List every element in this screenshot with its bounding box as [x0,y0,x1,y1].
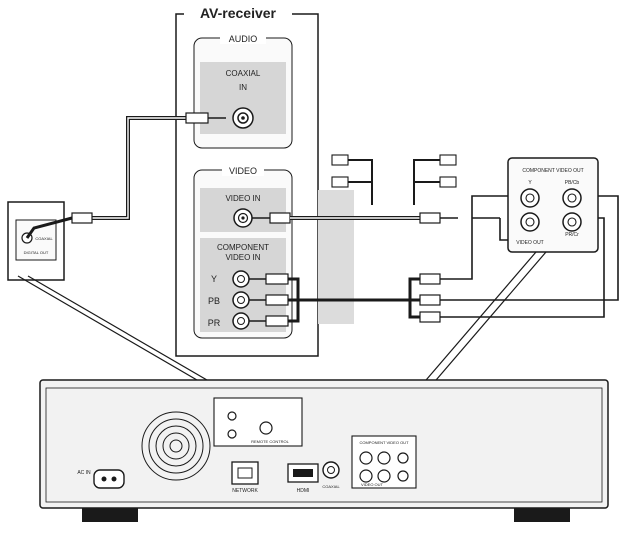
video-panel: VIDEO VIDEO IN COMPONENT VIDEO IN Y PB P… [193,164,293,339]
player-comp-pb-jack[interactable] [377,451,391,465]
remote-in-jack[interactable] [227,411,237,421]
component-y-jack[interactable] [232,270,250,288]
tv-pb-label: PB/Cb [565,180,580,186]
player-body [39,379,609,509]
tv-y-jack[interactable] [520,188,540,208]
av-receiver: AV-receiver AUDIO COAXIAL IN VIDEO VIDEO… [175,4,319,357]
player-foot-left [82,508,138,522]
cable-plug-icons [331,154,457,205]
player-component-label: COMPONENT VIDEO OUT [359,440,409,445]
ac-in-socket[interactable] [93,469,125,489]
player-video-out-jack[interactable] [359,469,373,483]
player-rear-panel: AC IN REMOTE CONTROL NETWORK HDMI COA [39,379,609,522]
digital-device: COAXIAL DIGITAL OUT [7,201,65,281]
device-coaxial-label: COAXIAL [35,236,53,241]
video-in-label: VIDEO IN [225,194,260,203]
tv-pb-jack[interactable] [562,188,582,208]
ac-in-label: AC IN [77,470,91,476]
component-title: COMPONENT [217,243,269,252]
tv-output-panel: COMPONENT VIDEO OUT Y PB/Cb PR/Cr VIDEO … [507,157,599,253]
player-comp-pr-jack[interactable] [377,469,391,483]
video-section-label: VIDEO [229,166,257,176]
rs232-jack[interactable] [259,421,273,435]
player-foot-right [514,508,570,522]
tv-panel-title: COMPONENT VIDEO OUT [522,168,583,174]
fan-grille [141,411,211,481]
player-audio-l-jack[interactable] [397,452,409,464]
tv-y-label: Y [528,180,532,186]
tv-pr-jack[interactable] [562,212,582,232]
device-digital-out-label: DIGITAL OUT [24,250,49,255]
player-coaxial-label: COAXIAL [322,484,340,489]
pr-label: PR [208,318,221,328]
video-in-jack[interactable] [233,208,253,228]
tv-pr-label: PR/Cr [565,232,579,238]
player-video-out-label: VIDEO OUT [361,482,384,487]
coaxial-label: COAXIAL [226,69,261,78]
coaxial-audio-cable [25,112,226,239]
component-pr-jack[interactable] [232,312,250,330]
player-comp-y-jack[interactable] [359,451,373,465]
receiver-title: AV-receiver [200,5,277,21]
player-coaxial-jack[interactable] [322,461,340,479]
coaxial-in-jack[interactable] [232,107,254,129]
remote-control-label: REMOTE CONTROL [251,439,290,444]
cable-shadow-bar [318,190,354,324]
player-audio-r-jack[interactable] [397,470,409,482]
remote-out-jack[interactable] [227,429,237,439]
pb-label: PB [208,296,220,306]
tv-video-out-label: VIDEO OUT [516,240,544,246]
component-sub: VIDEO IN [225,253,260,262]
hdmi-port[interactable] [287,463,319,483]
network-label: NETWORK [232,488,258,494]
audio-panel: AUDIO COAXIAL IN [193,32,293,149]
y-label: Y [211,274,217,284]
tv-video-out-jack[interactable] [520,212,540,232]
coaxial-in-label: IN [239,83,247,92]
component-pb-jack[interactable] [232,291,250,309]
composite-video-cable [252,212,500,224]
network-port[interactable] [231,461,259,485]
audio-section-label: AUDIO [229,34,258,44]
hdmi-label: HDMI [297,488,310,494]
